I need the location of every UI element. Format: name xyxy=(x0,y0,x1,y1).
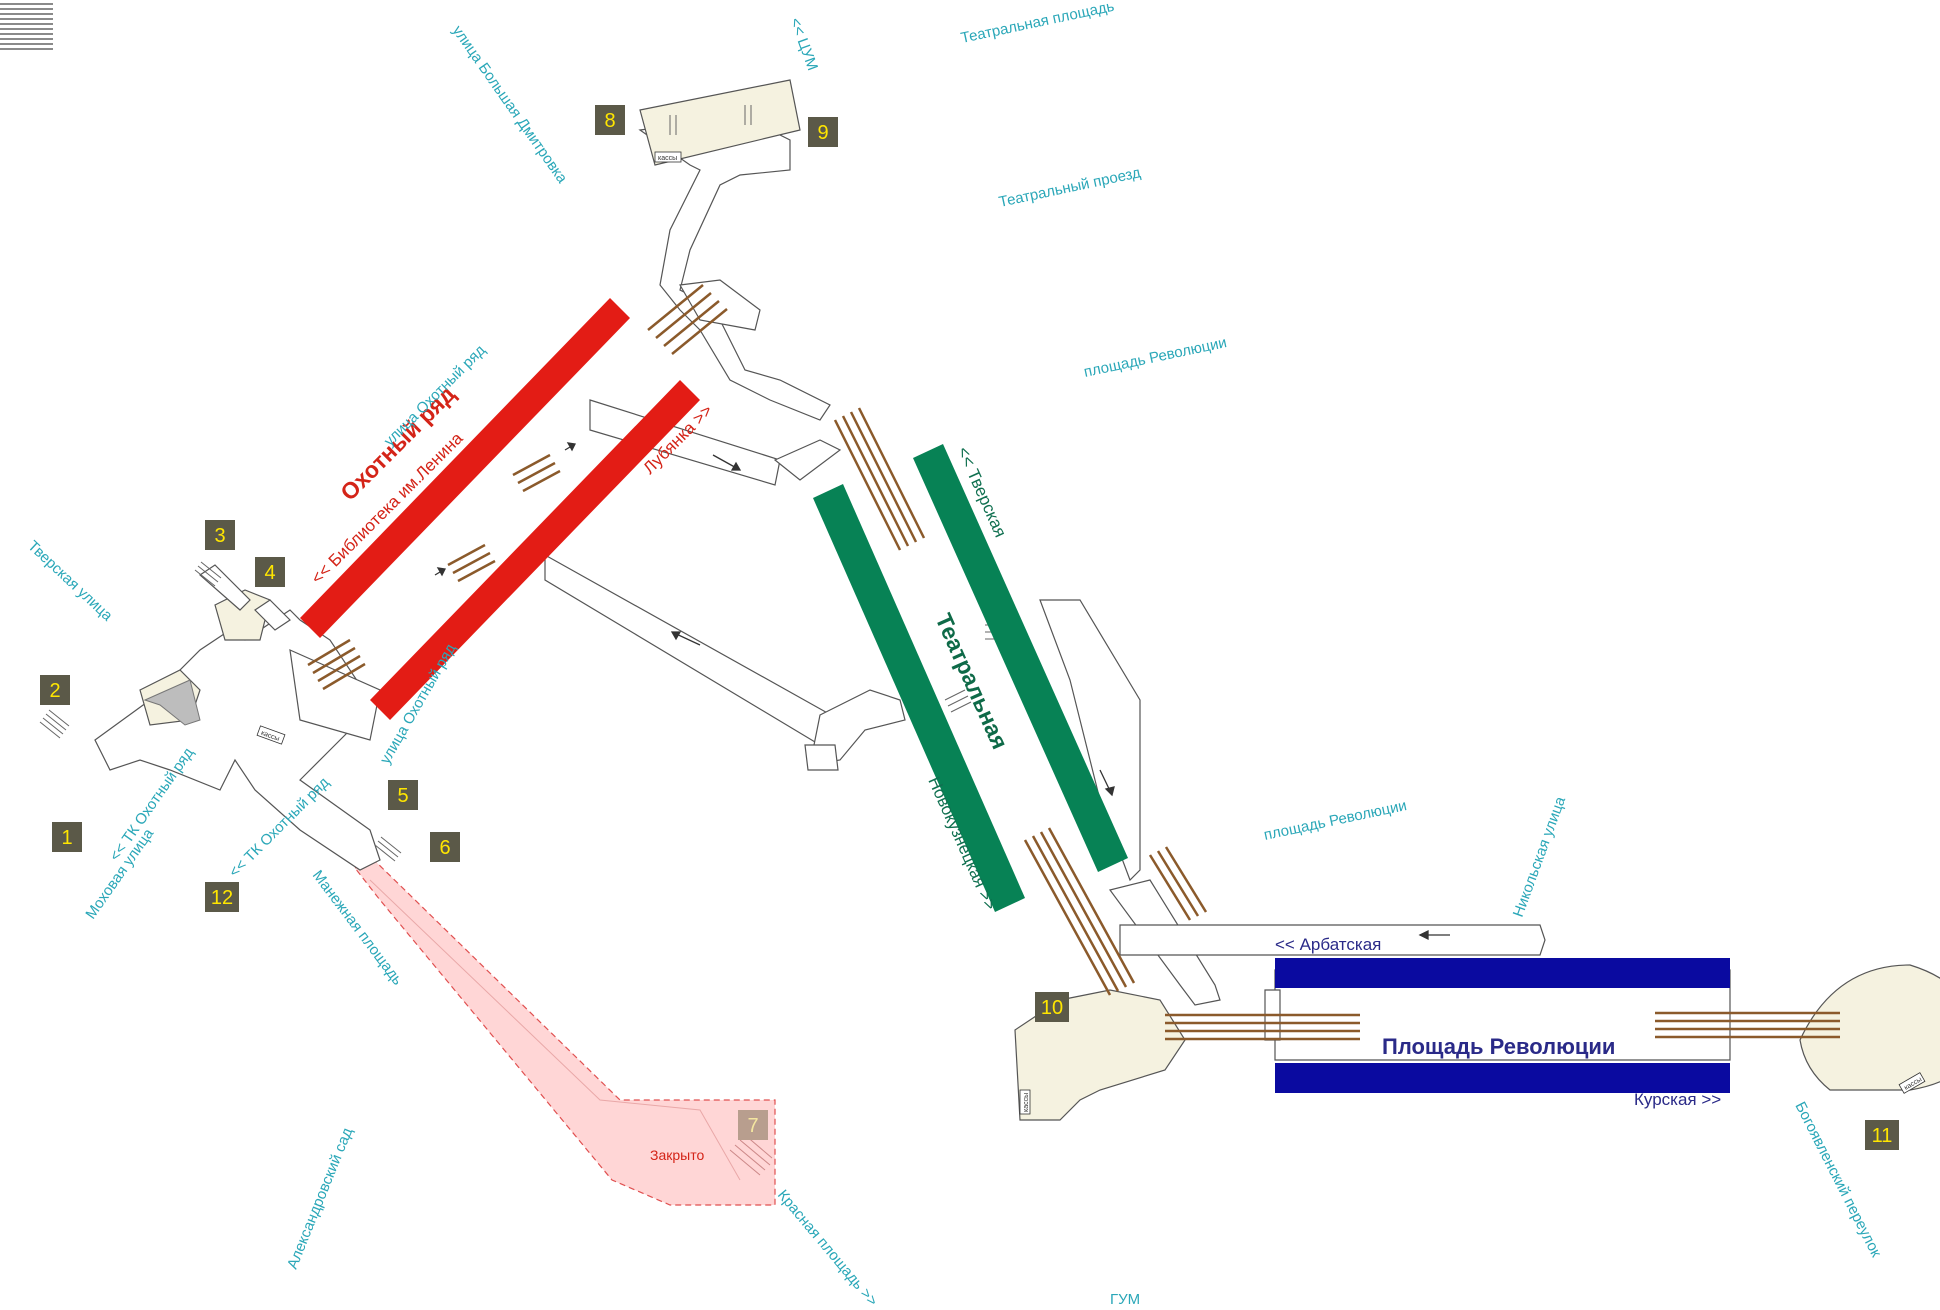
escalators xyxy=(307,284,1840,1041)
direction-arrow-icon xyxy=(434,442,1450,941)
svg-text:12: 12 xyxy=(211,887,233,909)
exit-badge-8[interactable]: 8 xyxy=(595,105,625,135)
svg-text:10: 10 xyxy=(1041,997,1063,1019)
closed-label: Закрыто xyxy=(650,1147,704,1163)
direction-kurskaya: Курская >> xyxy=(1634,1090,1721,1109)
svg-text:8: 8 xyxy=(604,110,615,132)
exit-badge-9[interactable]: 9 xyxy=(808,117,838,147)
svg-text:кассы: кассы xyxy=(1023,1093,1030,1112)
closed-passage-zone xyxy=(354,857,776,1206)
svg-text:1: 1 xyxy=(61,827,72,849)
svg-text:3: 3 xyxy=(214,525,225,547)
exit-badge-6[interactable]: 6 xyxy=(430,832,460,862)
street-label: улица Охотный ряд xyxy=(381,342,489,450)
street-label: Театральный проезд xyxy=(997,164,1142,211)
stairs xyxy=(39,105,1005,862)
svg-text:7: 7 xyxy=(747,1115,758,1137)
svg-text:11: 11 xyxy=(1872,1125,1893,1147)
svg-text:5: 5 xyxy=(397,785,408,807)
direction-arbatskaya: << Арбатская xyxy=(1275,935,1381,954)
exit-badge-5[interactable]: 5 xyxy=(388,780,418,810)
okhotny-ryad-platforms xyxy=(300,298,700,720)
exit-badge-11[interactable]: 11 xyxy=(1865,1120,1899,1150)
street-label: Тверская улица xyxy=(24,537,116,624)
exit-badge-3[interactable]: 3 xyxy=(205,520,235,550)
exit-badge-7[interactable]: 7 xyxy=(738,1110,768,1140)
svg-text:2: 2 xyxy=(49,680,60,702)
street-label: Никольская улица xyxy=(1510,794,1570,920)
svg-text:4: 4 xyxy=(264,562,275,584)
exit-badge-12[interactable]: 12 xyxy=(205,882,239,912)
street-label: Красная площадь >> xyxy=(774,1187,881,1310)
teatralnaya-platforms xyxy=(813,444,1128,912)
exit-badge-10[interactable]: 10 xyxy=(1035,992,1069,1022)
svg-text:кассы: кассы xyxy=(658,155,677,162)
street-label: Александровский сад xyxy=(284,1125,356,1271)
station-name-ploshchad-revolyutsii: Площадь Революции xyxy=(1382,1034,1615,1059)
street-label: площадь Революции xyxy=(1262,797,1408,844)
street-label: << ЦУМ xyxy=(786,16,821,73)
ploshchad-revolyutsii-platforms xyxy=(1275,958,1730,1093)
exit-badge-1[interactable]: 1 xyxy=(52,822,82,852)
menu-icon[interactable] xyxy=(0,0,54,54)
street-label: площадь Революции xyxy=(1082,334,1228,381)
street-label: ГУМ xyxy=(1110,1291,1140,1308)
svg-text:9: 9 xyxy=(817,122,828,144)
passages xyxy=(94,79,1940,1121)
street-label: улица Большая Дмитровка xyxy=(449,23,571,187)
svg-text:6: 6 xyxy=(439,837,450,859)
street-label: Театральная площадь xyxy=(959,0,1116,47)
exit-badge-4[interactable]: 4 xyxy=(255,557,285,587)
exit-badge-2[interactable]: 2 xyxy=(40,675,70,705)
